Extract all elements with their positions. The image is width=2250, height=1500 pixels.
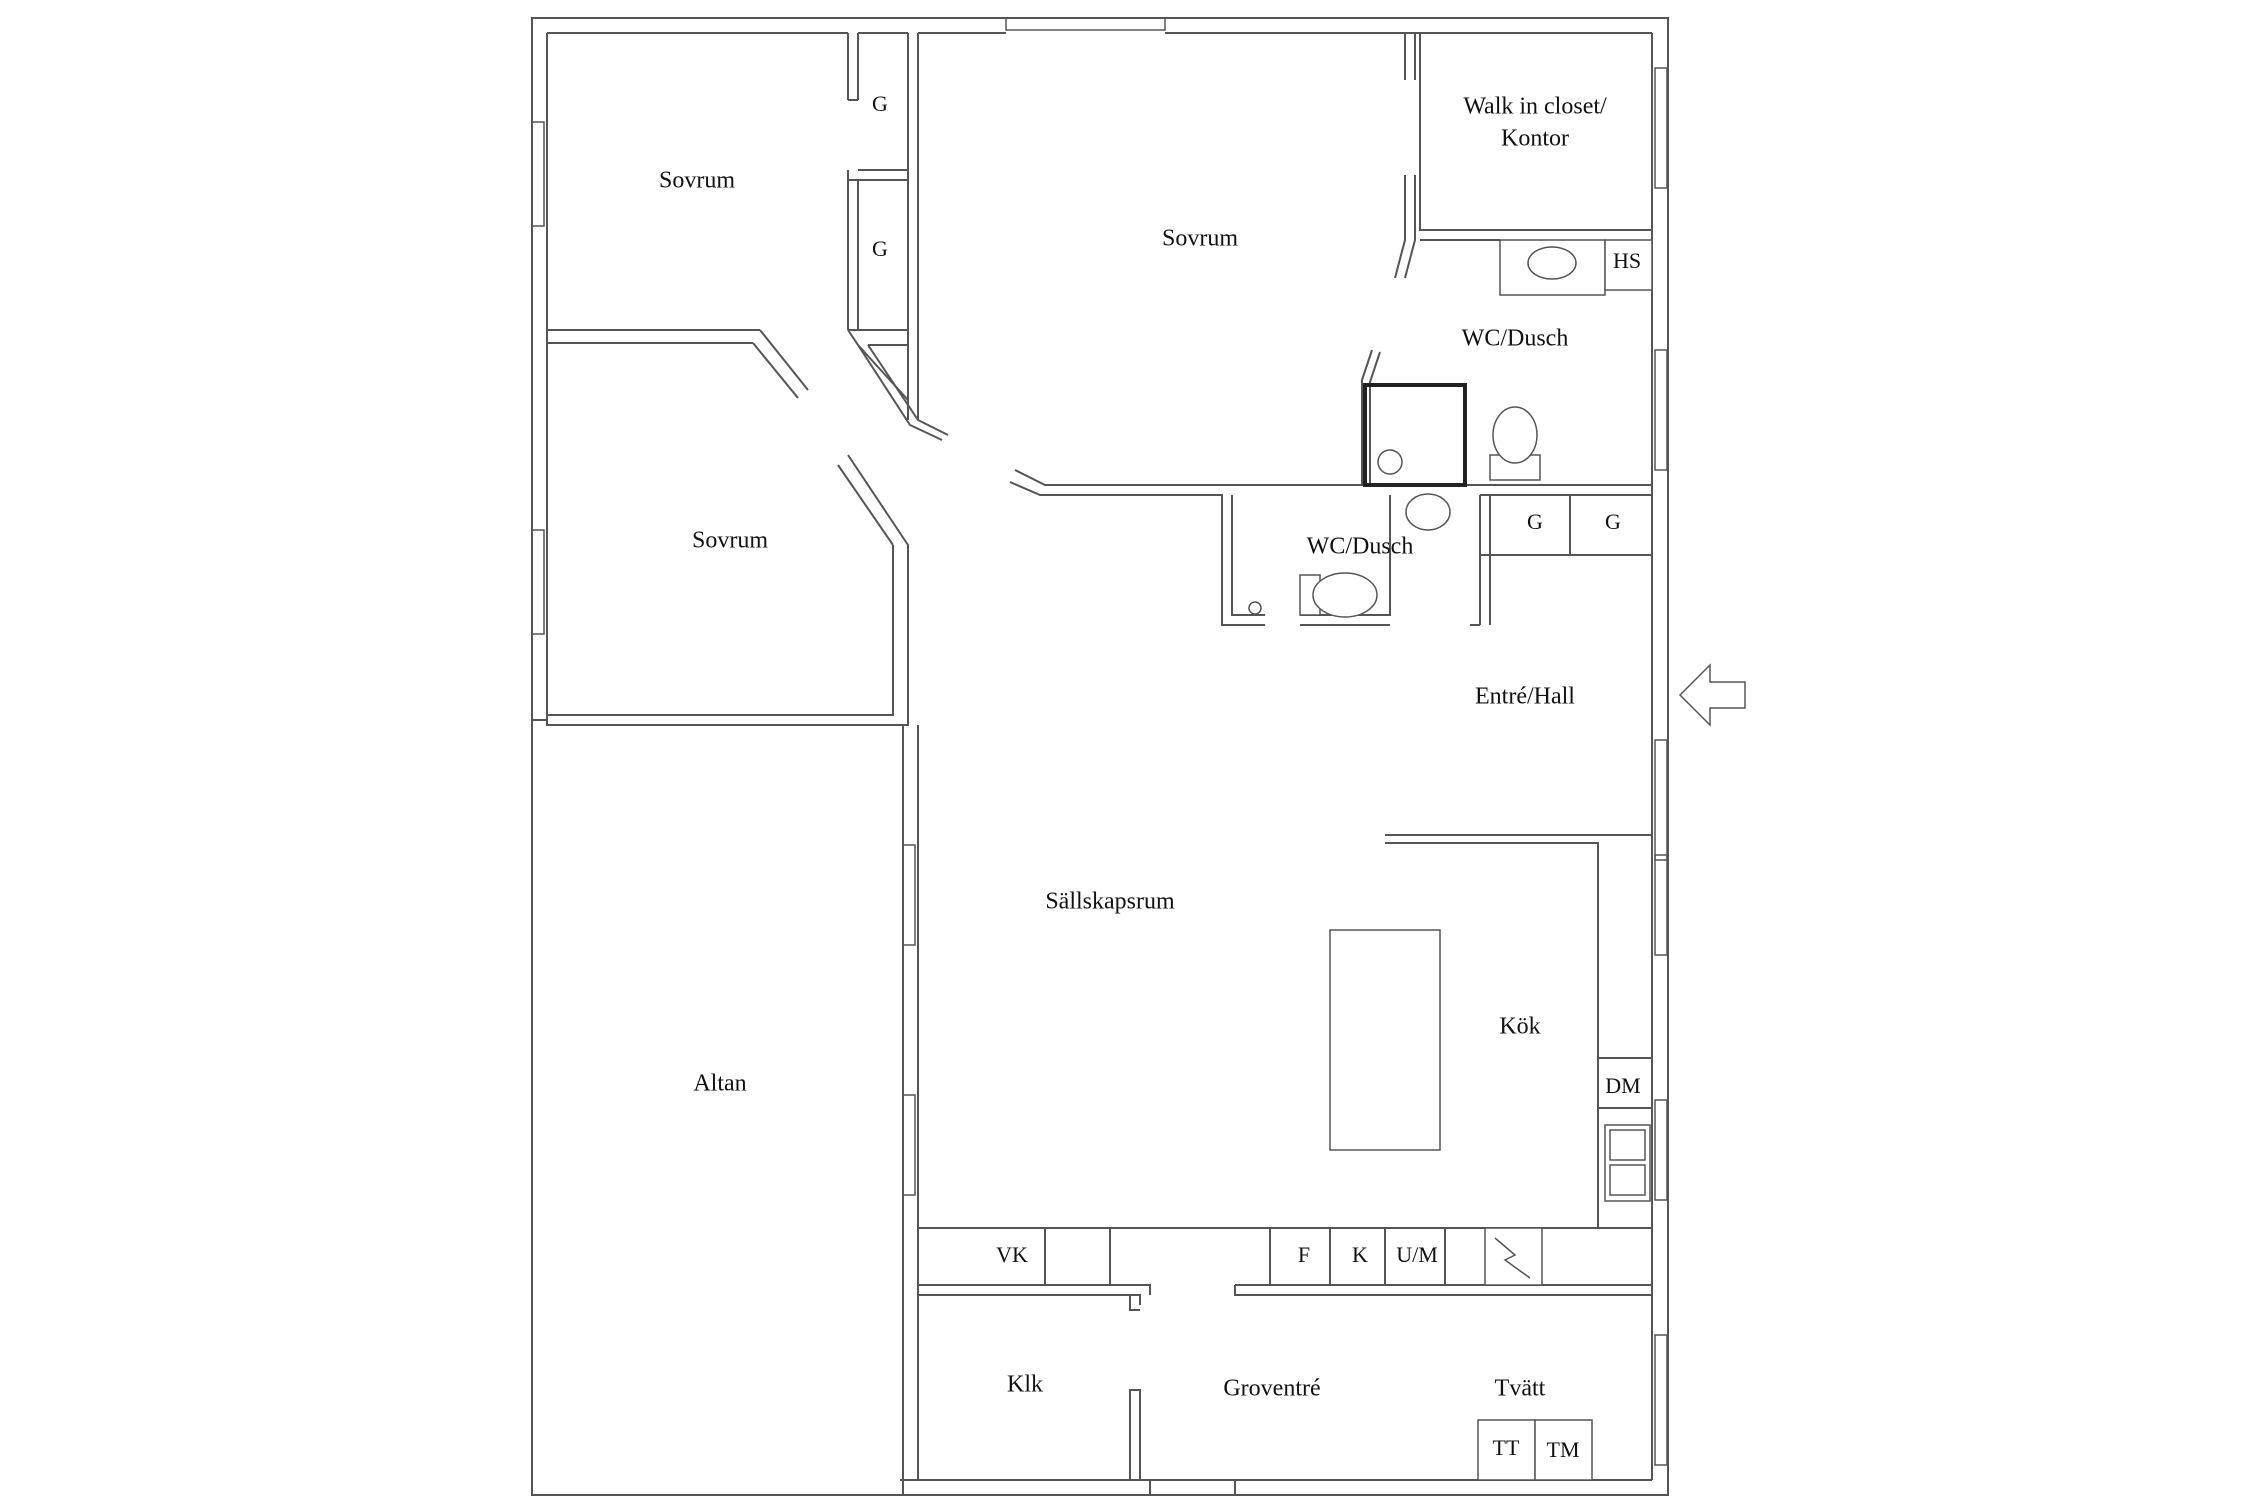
room-label-groventre: Groventré bbox=[1223, 1376, 1320, 1402]
fixture-label-vk: VK bbox=[996, 1242, 1028, 1267]
fixture-label-f: F bbox=[1298, 1242, 1310, 1267]
room-label-sovrum-2: Sovrum bbox=[692, 528, 768, 554]
fixture-label-g2: G bbox=[872, 236, 888, 261]
shower-icon bbox=[1363, 383, 1467, 487]
windows bbox=[531, 17, 1668, 1466]
master-walls bbox=[1009, 32, 1652, 626]
room-label-altan: Altan bbox=[693, 1071, 746, 1097]
room-label-sovrum-1: Sovrum bbox=[659, 168, 735, 194]
fixture-label-tm: TM bbox=[1547, 1437, 1580, 1462]
room-label-wc-dusch-1: WC/Dusch bbox=[1462, 326, 1569, 352]
room-label-entre-hall: Entré/Hall bbox=[1475, 684, 1575, 710]
room-label-tvatt: Tvätt bbox=[1495, 1376, 1546, 1402]
fixture-label-hs: HS bbox=[1613, 248, 1641, 273]
fixture-label-g4: G bbox=[1605, 509, 1621, 534]
entrance-arrow-icon bbox=[1678, 663, 1746, 727]
room-label-sovrum-master: Sovrum bbox=[1162, 226, 1238, 252]
room-label-walk-in-1: Walk in closet/ bbox=[1463, 94, 1607, 120]
bedroom-walls bbox=[546, 32, 949, 726]
fixture-label-tt: TT bbox=[1493, 1435, 1520, 1460]
room-label-walk-in-2: Kontor bbox=[1501, 126, 1569, 152]
room-label-sallskapsrum: Sällskapsrum bbox=[1045, 889, 1175, 915]
kitchen-walls bbox=[918, 720, 1653, 1286]
fixture-label-g3: G bbox=[1527, 509, 1543, 534]
room-label-klk: Klk bbox=[1007, 1372, 1043, 1398]
fixture-label-um: U/M bbox=[1396, 1242, 1438, 1267]
fixture-labels: G G G G HS DM VK F K U/M TT TM bbox=[872, 91, 1641, 1462]
bath-fixtures bbox=[1248, 239, 1653, 1279]
stove-icon bbox=[1494, 1237, 1531, 1279]
washbasin-icon bbox=[1527, 246, 1577, 280]
fixture-label-k: K bbox=[1352, 1242, 1368, 1267]
lower-walls bbox=[902, 725, 1652, 1495]
fixture-label-g1: G bbox=[872, 91, 888, 116]
room-label-kok: Kök bbox=[1499, 1014, 1540, 1040]
washbasin-icon bbox=[1405, 493, 1451, 531]
fixture-label-dm: DM bbox=[1605, 1073, 1640, 1098]
room-labels: Sovrum Sovrum Sovrum Walk in closet/ Kon… bbox=[659, 94, 1607, 1402]
room-label-wc-dusch-2: WC/Dusch bbox=[1307, 534, 1414, 560]
